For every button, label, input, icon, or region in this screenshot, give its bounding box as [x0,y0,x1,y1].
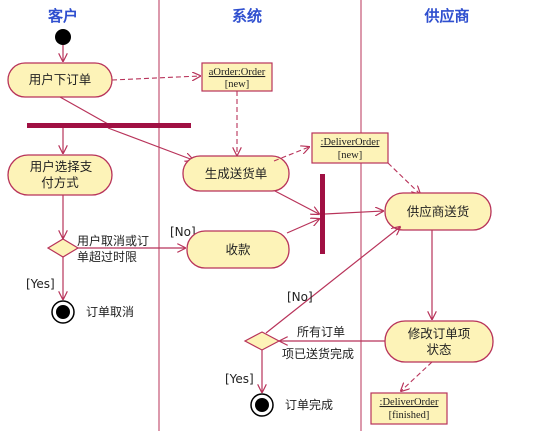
activity-modify-item-label-1: 修改订单项 [408,326,471,341]
flow-fork-to-delivery [107,127,193,160]
final-node-complete-dot [255,398,269,412]
flow-delivery-to-join [274,190,319,214]
lane-title-system: 系统 [232,7,262,25]
fork-bar [27,123,191,128]
decision-all-delivered-label-1: 所有订单 [297,325,345,339]
object-deliverorder-finished-state: [finished] [389,410,430,421]
activity-choose-payment-label-2: 付方式 [41,175,79,190]
decision-cancel-label-1: 用户取消或订 [77,233,149,248]
decision-all-delivered [243,331,281,351]
final-label-cancelled: 订单取消 [86,305,134,319]
decision-cancel [46,238,80,258]
object-deliverorder-new-name: :DeliverOrder [321,137,380,148]
activity-supplier-deliver [384,192,492,231]
object-deliverorder-finished [370,392,448,425]
activity-place-order-label: 用户下订单 [29,72,92,87]
object-aorder-state: [new] [225,79,250,90]
activity-collect-payment [186,230,290,269]
object-deliverorder-finished-name: :DeliverOrder [380,397,439,408]
guard-yes-complete: [Yes] [225,372,254,386]
object-deliverorder-new [311,132,389,164]
flow-order-to-fork [59,96,109,125]
objflow-order-to-aorder [111,76,200,80]
objflow-deliverorder-to-supplier [387,162,420,194]
flow-decision-back-to-supplier [265,227,400,334]
flow-join-to-supplier [324,211,383,214]
lane-title-supplier: 供应商 [423,7,469,25]
activity-supplier-deliver-label: 供应商送货 [407,204,470,219]
activity-generate-delivery-label: 生成送货单 [205,166,268,181]
activity-choose-payment-label-1: 用户选择支 [30,159,93,174]
final-label-complete: 订单完成 [285,397,333,412]
flow-payment-to-join [286,219,319,234]
lane-title-customer: 客户 [47,7,78,25]
initial-node [55,29,71,45]
activity-modify-item-label-2: 状态 [426,342,451,357]
objflow-delivery-to-deliverorder [273,147,309,162]
guard-no-payment: [No] [170,225,196,239]
activity-collect-payment-label: 收款 [225,242,251,257]
guard-yes-cancel: [Yes] [26,277,55,291]
object-deliverorder-new-state: [new] [338,150,363,161]
objflow-modify-to-finished [401,361,433,391]
join-bar [320,174,325,254]
guard-no-redeliver: [No] [287,290,313,304]
decision-cancel-label-2: 单超过时限 [77,249,137,264]
decision-all-delivered-label-2: 项已送货完成 [282,346,354,361]
object-aorder-name: aOrder:Order [209,67,266,78]
activity-choose-payment [7,154,113,196]
final-node-cancel-dot [56,305,70,319]
activity-generate-delivery [182,155,290,192]
